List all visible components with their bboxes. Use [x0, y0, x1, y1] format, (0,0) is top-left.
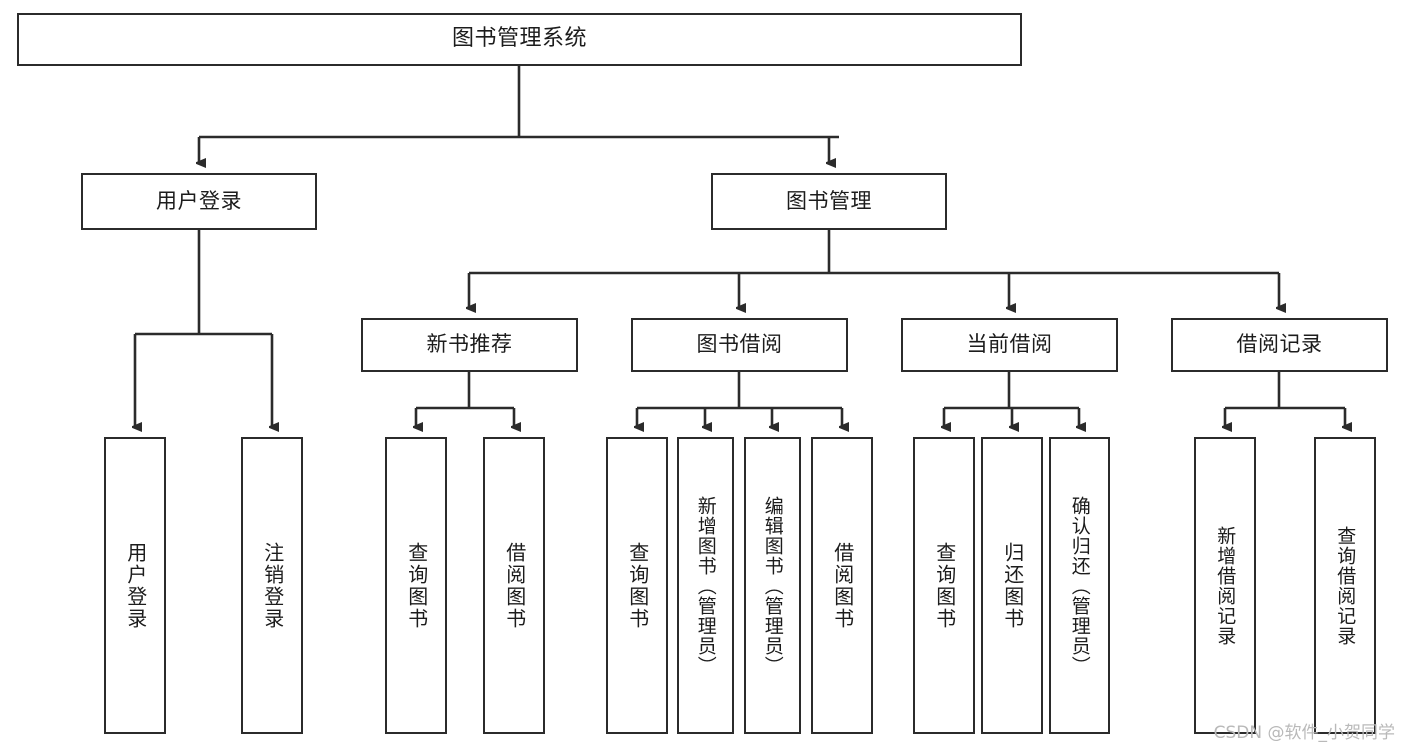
node-leaf-query-book-1-label: 查询图书	[404, 541, 429, 630]
node-borrow-record-label: 借阅记录	[1236, 332, 1323, 357]
node-leaf-query-book-2[interactable]: 查询图书	[606, 437, 668, 734]
node-root-label: 图书管理系统	[451, 26, 587, 52]
node-leaf-user-login[interactable]: 用户登录	[104, 437, 166, 734]
node-root[interactable]: 图书管理系统	[17, 13, 1022, 66]
node-leaf-borrow-book-2-label: 借阅图书	[830, 541, 855, 630]
node-leaf-edit-book-label: 编辑图书（管理员）	[761, 495, 784, 676]
node-user-login-label: 用户登录	[156, 188, 242, 213]
node-leaf-user-logout-label: 注销登录	[260, 541, 285, 630]
node-leaf-return-book[interactable]: 归还图书	[981, 437, 1043, 734]
node-borrow-record[interactable]: 借阅记录	[1171, 318, 1388, 372]
node-leaf-user-login-label: 用户登录	[123, 541, 148, 630]
node-user-login[interactable]: 用户登录	[81, 173, 317, 230]
node-leaf-query-book-3-label: 查询图书	[932, 541, 957, 630]
node-leaf-return-book-label: 归还图书	[1000, 541, 1025, 630]
node-book-borrow[interactable]: 图书借阅	[631, 318, 848, 372]
node-current-borrow-label: 当前借阅	[966, 332, 1053, 357]
node-current-borrow[interactable]: 当前借阅	[901, 318, 1118, 372]
node-leaf-confirm-return[interactable]: 确认归还（管理员）	[1049, 437, 1110, 734]
node-leaf-add-book-label: 新增图书（管理员）	[694, 495, 717, 676]
node-book-manage[interactable]: 图书管理	[711, 173, 947, 230]
node-leaf-borrow-book-1-label: 借阅图书	[502, 541, 527, 630]
node-leaf-user-logout[interactable]: 注销登录	[241, 437, 303, 734]
node-leaf-query-record[interactable]: 查询借阅记录	[1314, 437, 1376, 734]
node-new-book-rec-label: 新书推荐	[426, 332, 513, 357]
node-leaf-query-record-label: 查询借阅记录	[1334, 525, 1357, 646]
node-book-borrow-label: 图书借阅	[696, 332, 783, 357]
node-leaf-confirm-return-label: 确认归还（管理员）	[1068, 495, 1091, 676]
node-leaf-borrow-book-1[interactable]: 借阅图书	[483, 437, 545, 734]
node-leaf-borrow-book-2[interactable]: 借阅图书	[811, 437, 873, 734]
node-leaf-query-book-3[interactable]: 查询图书	[913, 437, 975, 734]
node-leaf-query-book-1[interactable]: 查询图书	[385, 437, 447, 734]
node-new-book-rec[interactable]: 新书推荐	[361, 318, 578, 372]
node-leaf-add-book[interactable]: 新增图书（管理员）	[677, 437, 734, 734]
node-leaf-query-book-2-label: 查询图书	[625, 541, 650, 630]
node-book-manage-label: 图书管理	[786, 188, 872, 213]
node-leaf-add-record[interactable]: 新增借阅记录	[1194, 437, 1256, 734]
watermark: CSDN @软件_小贺同学	[1213, 723, 1395, 743]
node-leaf-edit-book[interactable]: 编辑图书（管理员）	[744, 437, 801, 734]
node-leaf-add-record-label: 新增借阅记录	[1214, 525, 1237, 646]
